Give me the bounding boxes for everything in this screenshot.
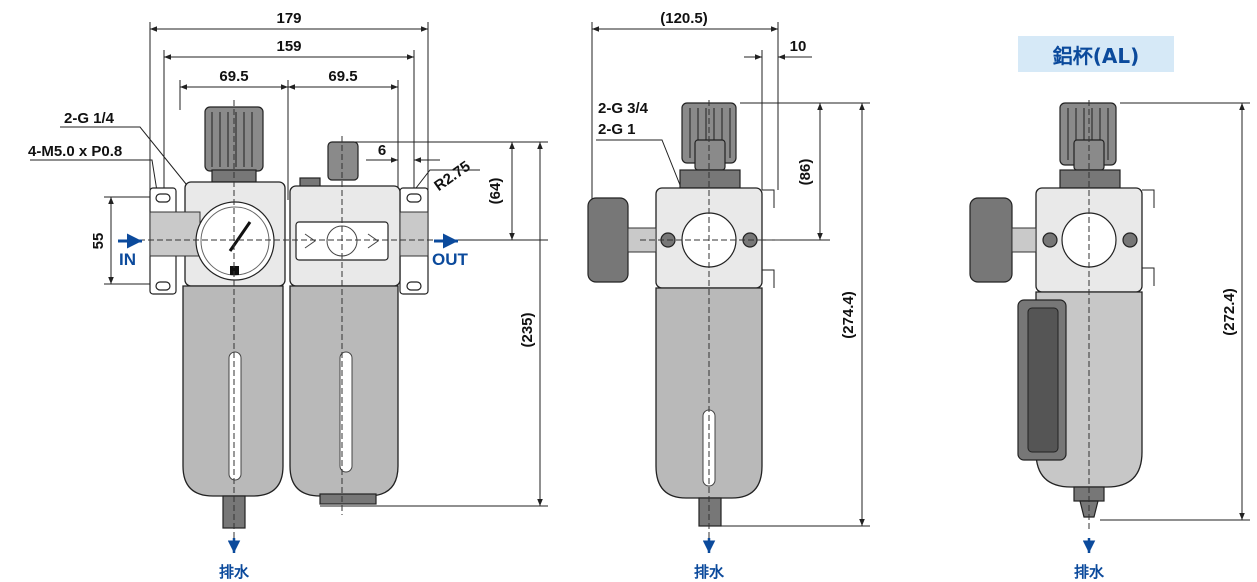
oil-feed-knob xyxy=(327,141,359,181)
lubricator-unit xyxy=(289,141,429,505)
flow-in-label: IN xyxy=(119,250,136,269)
dim-159: 159 xyxy=(276,38,301,55)
side-unit xyxy=(587,102,775,527)
dim-r2-75: R2.75 xyxy=(431,158,474,195)
front-dimension-lines xyxy=(30,22,548,507)
dim-274-4: (274.4) xyxy=(840,291,857,339)
dim-179: 179 xyxy=(276,10,301,27)
pressure-gauge xyxy=(195,201,275,281)
dim-69-5-right: 69.5 xyxy=(328,68,357,85)
dim-235: (235) xyxy=(519,312,536,347)
drain-label-side: 排水 xyxy=(694,563,725,581)
regulator-unit xyxy=(149,106,286,529)
side-gauge xyxy=(587,197,629,283)
drain-label-aluminum: 排水 xyxy=(1074,563,1105,581)
side-dimension-lines xyxy=(591,22,870,527)
aluminum-view: (272.4) 排水 xyxy=(969,100,1250,581)
dim-ports-g14: 2-G 1/4 xyxy=(64,110,115,127)
front-view: 179 159 69.5 69.5 2-G 1/4 4-M5.0 x P0.8 … xyxy=(28,10,548,581)
dim-64: (64) xyxy=(487,178,504,205)
dim-86: (86) xyxy=(797,159,814,186)
side-view: (120.5) 10 2-G 3/4 2-G 1 (86) (274.4) 排水 xyxy=(587,10,870,581)
dim-6: 6 xyxy=(378,142,386,159)
dim-ports-g1: 2-G 1 xyxy=(598,121,636,138)
aluminum-bowl-label: 鋁杯(AL) xyxy=(1018,36,1174,72)
dim-69-5-left: 69.5 xyxy=(219,68,248,85)
aluminum-dimension-lines xyxy=(1100,102,1250,521)
dim-55: 55 xyxy=(90,233,107,250)
dim-mount-holes: 4-M5.0 x P0.8 xyxy=(28,143,122,160)
dim-10: 10 xyxy=(790,38,807,55)
aluminum-unit xyxy=(969,102,1155,518)
dim-ports-g34: 2-G 3/4 xyxy=(598,100,649,117)
drain-label-front: 排水 xyxy=(219,563,250,581)
dim-272-4: (272.4) xyxy=(1221,288,1238,336)
flow-out-label: OUT xyxy=(432,250,469,269)
dim-120-5: (120.5) xyxy=(660,10,708,27)
